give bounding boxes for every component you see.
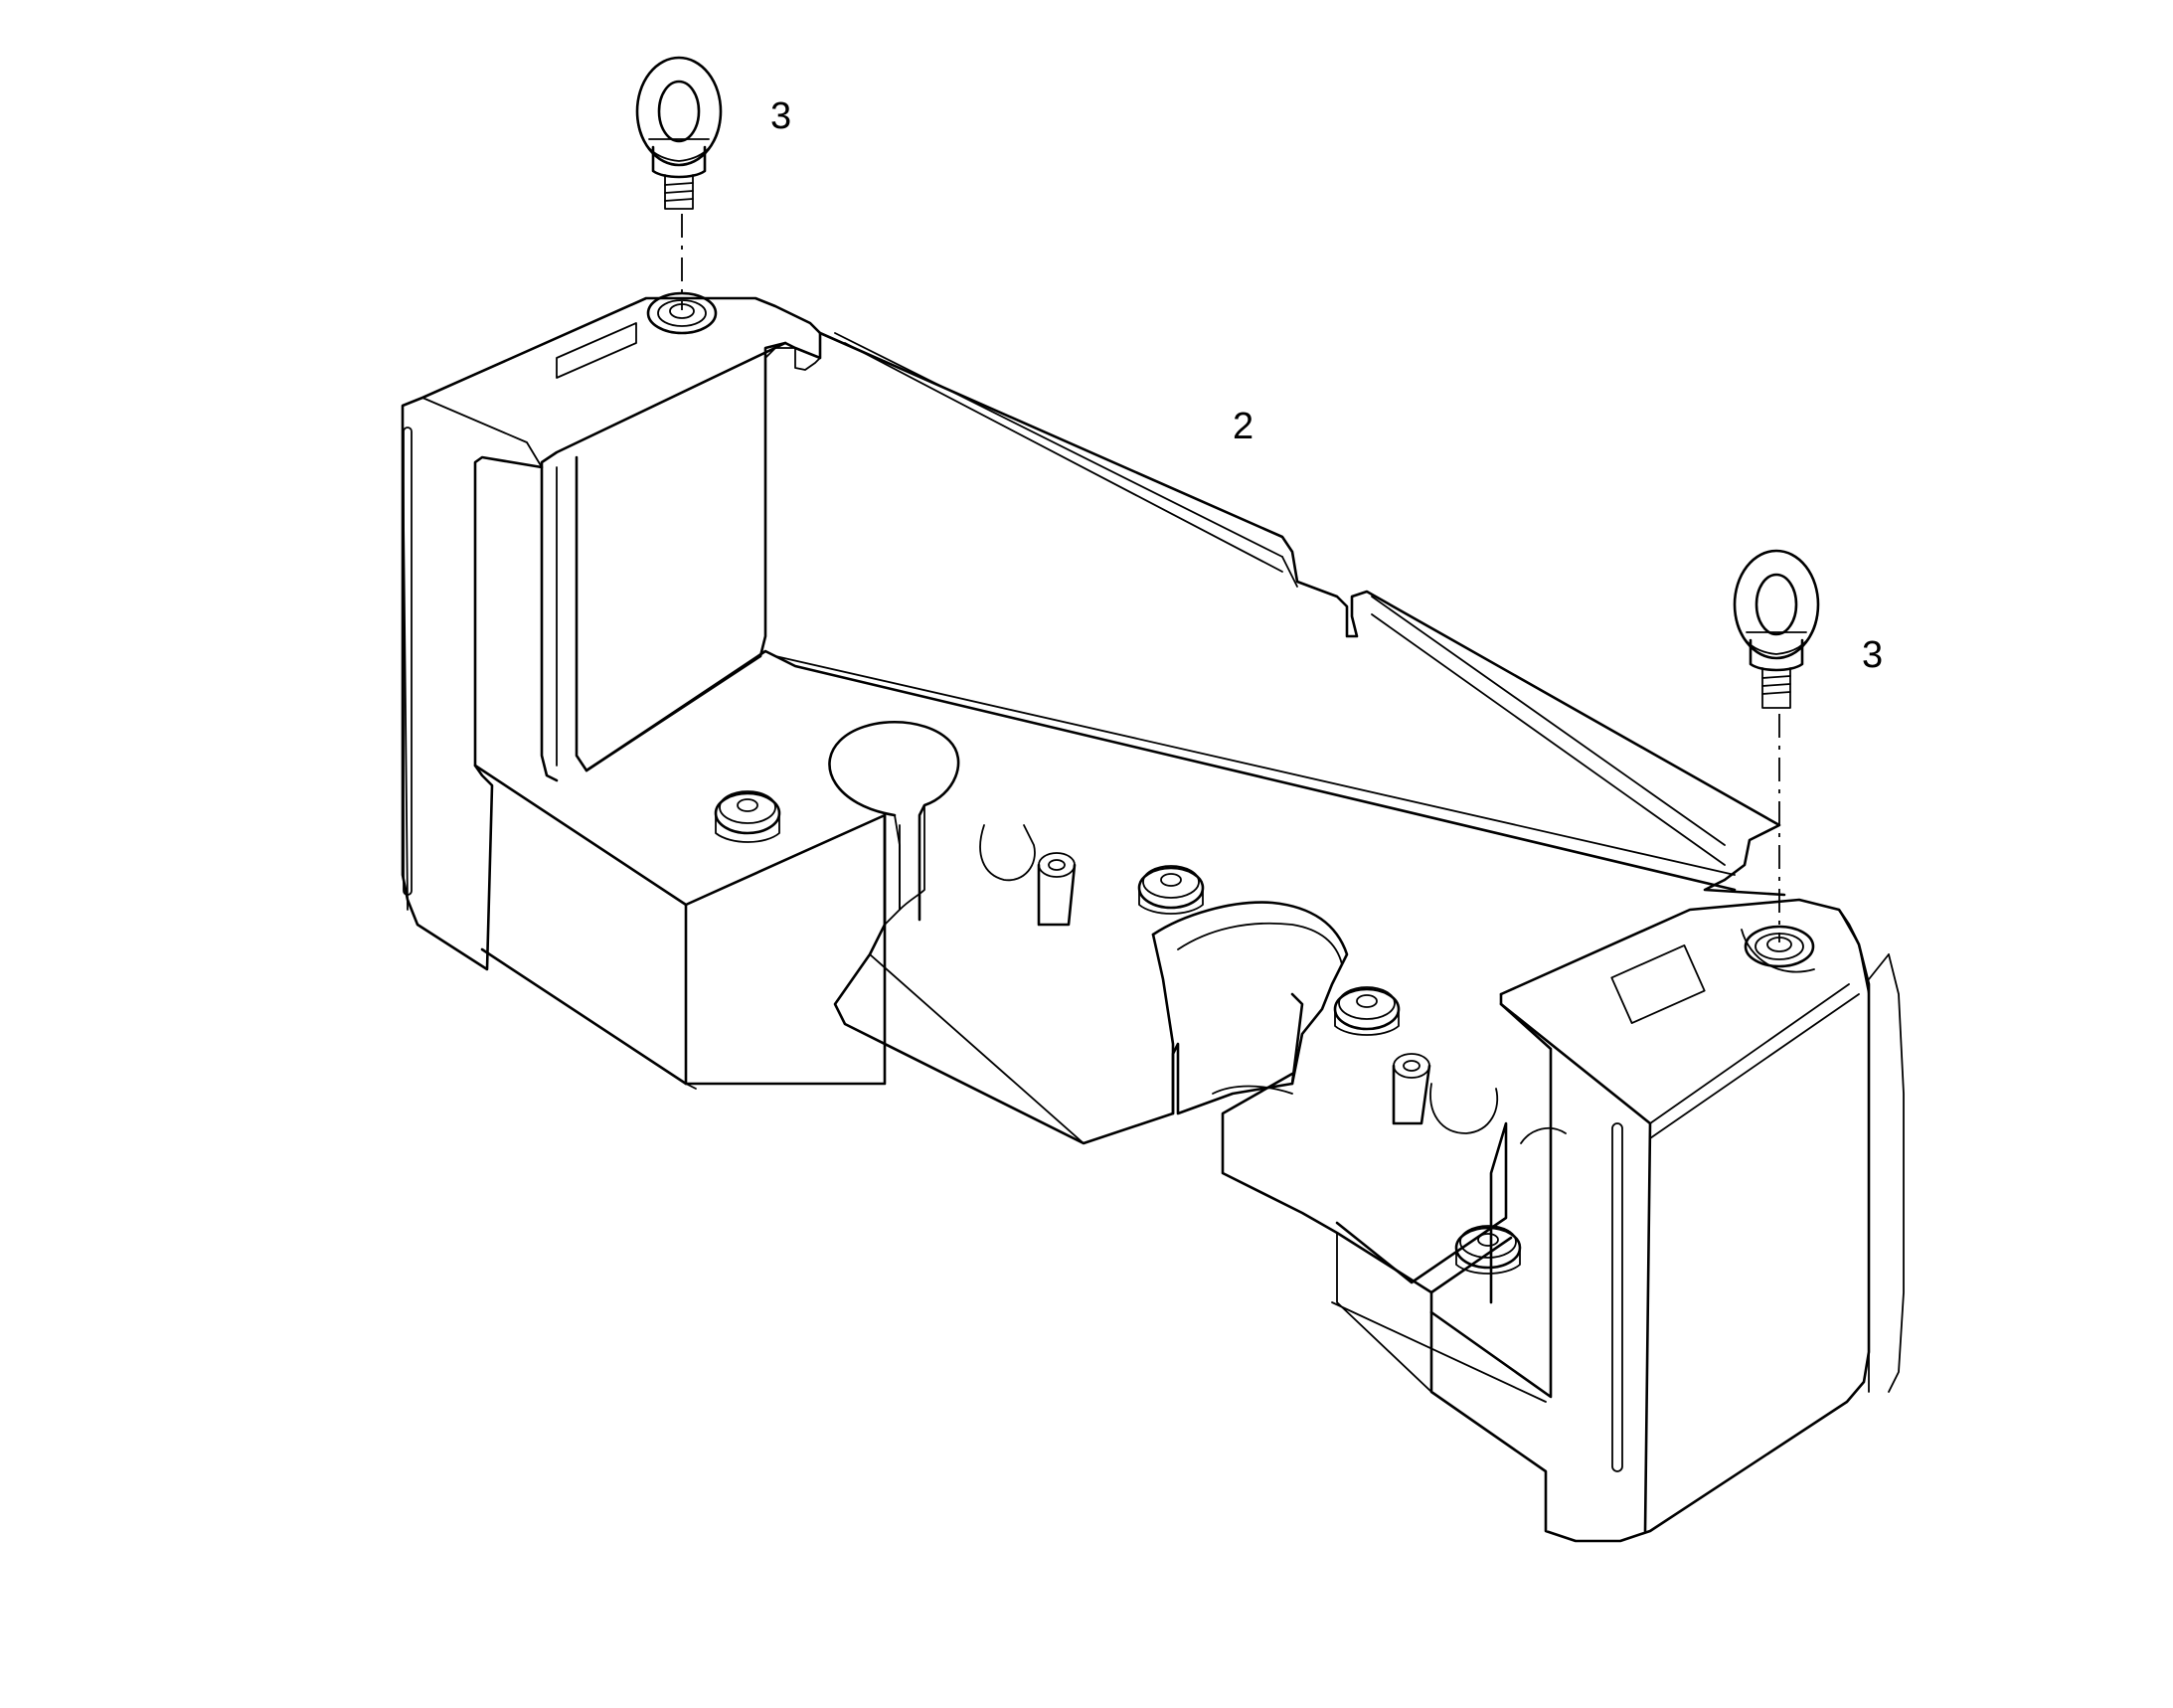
boss-1 [714,790,781,843]
eyebolt-right [1733,549,1820,709]
boss-2 [1137,865,1205,915]
boss-3 [1333,986,1401,1036]
right-step [1335,1121,1508,1304]
center-channel [833,813,1304,1145]
pin-right [1392,1053,1499,1134]
callout-eyebolt-left: 3 [770,95,792,137]
center-cutout [1151,901,1349,1086]
callout-weight-body: 2 [1233,406,1254,447]
eyebolt-hole-right [1741,925,1815,973]
pin-left [979,824,1077,927]
left-end-block [401,296,822,971]
counterweight-body [401,296,1905,1543]
right-end-block [1221,898,1871,1543]
slot-right [1520,1126,1567,1144]
callout-eyebolt-right: 3 [1862,634,1884,676]
front-lip-left [473,764,688,1086]
back-rail [818,331,1786,897]
eyebolt-left [635,56,723,210]
boss-4 [1454,1225,1522,1275]
mounting-bosses [714,790,1567,1275]
keyhole-slot-left [828,720,960,922]
